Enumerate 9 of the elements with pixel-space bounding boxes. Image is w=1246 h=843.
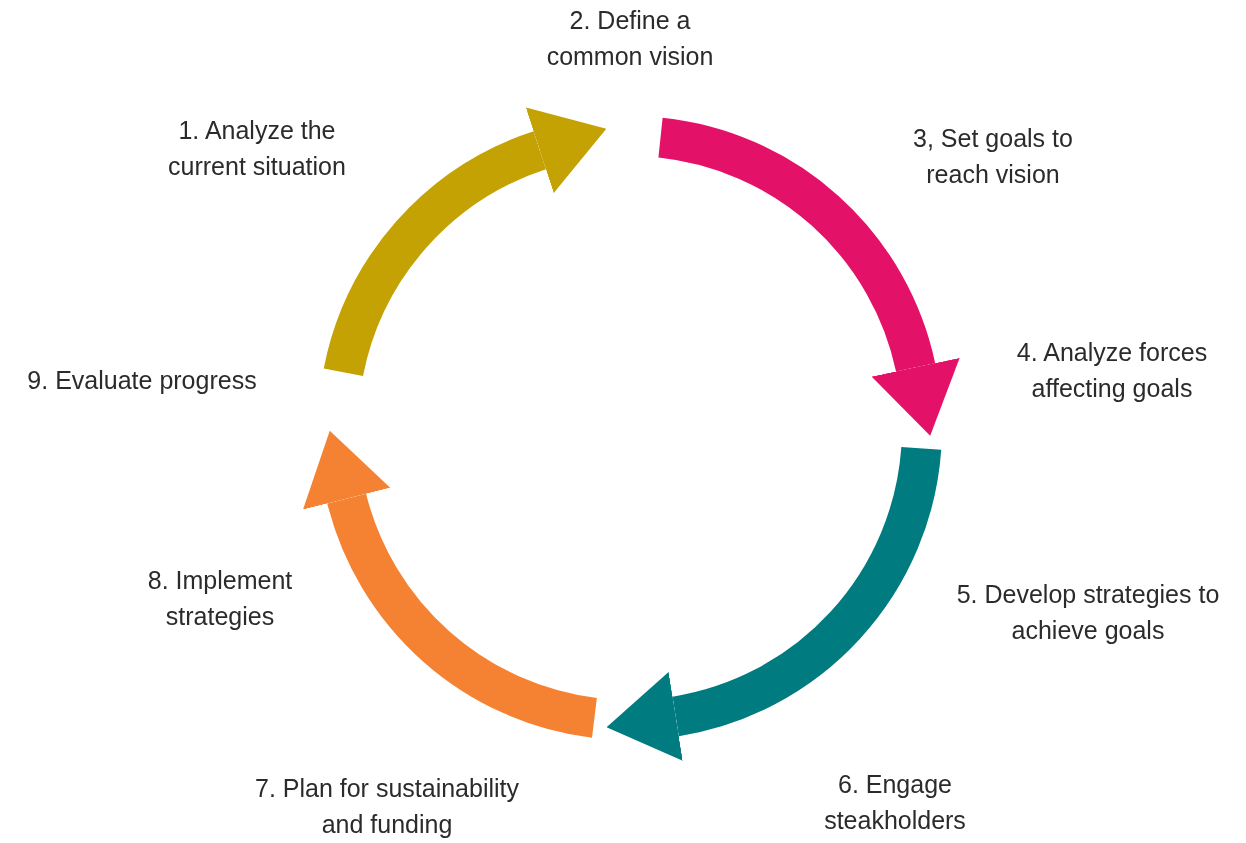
step-label: 2. Define a common vision	[520, 2, 740, 74]
step-label: 5. Develop strategies to achieve goals	[948, 576, 1228, 648]
step-label: 6. Engage steakholders	[800, 766, 990, 838]
step-label: 7. Plan for sustainability and funding	[232, 770, 542, 842]
step-label: 8. Implement strategies	[125, 562, 315, 634]
step-label: 1. Analyze the current situation	[137, 112, 377, 184]
step-label: 4. Analyze forces affecting goals	[992, 334, 1232, 406]
step-label: 9. Evaluate progress	[2, 362, 282, 398]
step-label: 3, Set goals to reach vision	[893, 120, 1093, 192]
